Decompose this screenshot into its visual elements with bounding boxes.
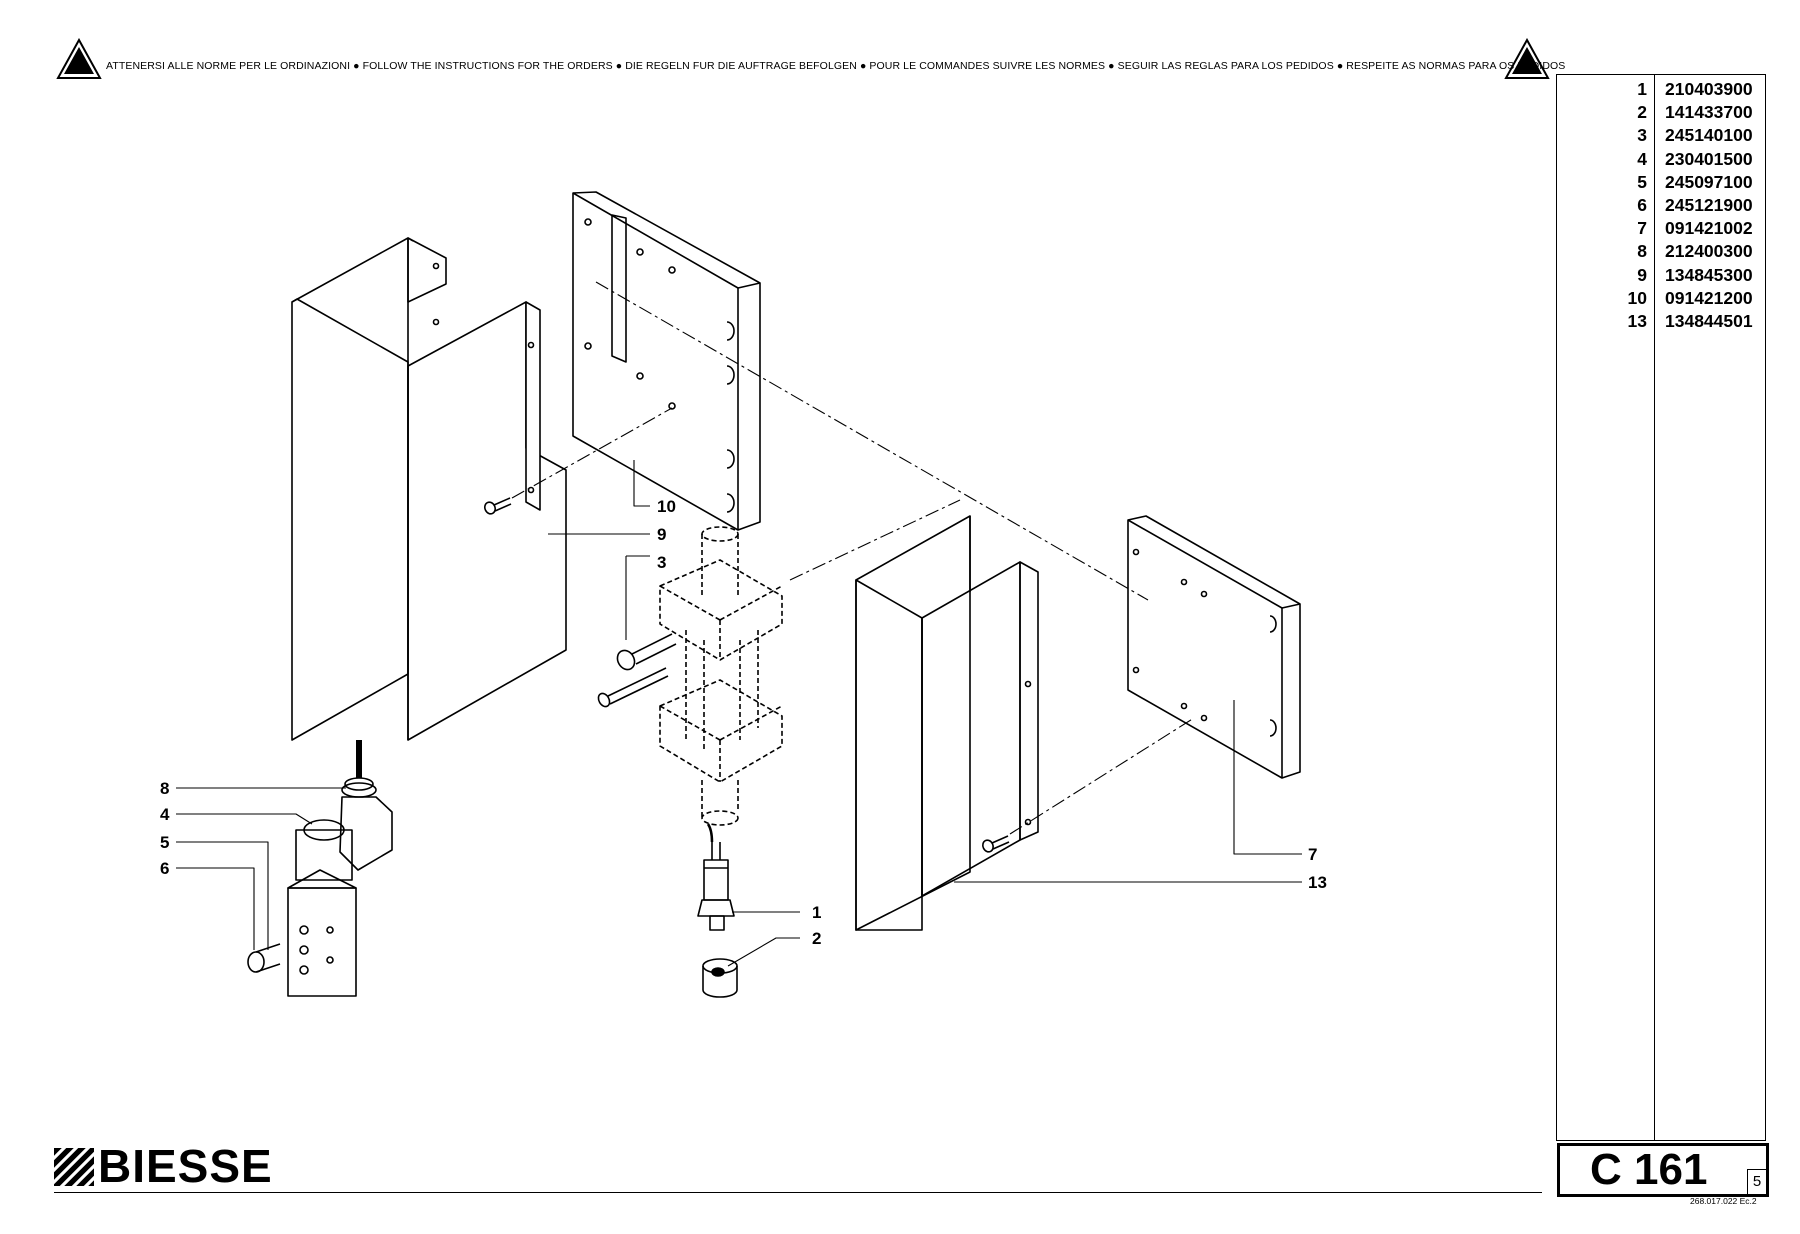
callout-8: 8 [160,779,169,798]
part-position: 10 [1627,287,1647,308]
document-reference: 268.017.022 Ec.2 [1690,1196,1757,1206]
parts-row: 7 091421002 [1557,217,1765,240]
callout-13: 13 [1308,873,1327,892]
parts-row: 3 245140100 [1557,124,1765,147]
parts-row: 1 210403900 [1557,78,1765,101]
callout-10: 10 [657,497,676,516]
solenoid-valve-assembly [247,740,393,997]
nut-ring-part-2 [702,958,738,998]
parts-row: 4 230401500 [1557,148,1765,171]
page-number: 5 [1747,1169,1766,1194]
warning-triangle-icon [56,38,102,79]
part-code: 245121900 [1665,194,1753,215]
part-code: 212400300 [1665,241,1753,262]
screw-icon [484,497,512,515]
cylinder-screw-icon [597,633,677,708]
leader-lines [176,460,1302,967]
part-position: 4 [1637,148,1647,169]
mounting-plate-part-10 [572,191,761,531]
part-code: 134845300 [1665,264,1753,285]
callout-9: 9 [657,525,666,544]
left-guard-part-9 [291,237,567,741]
proximity-sensor-part-1 [697,823,735,931]
parts-row: 5 245097100 [1557,171,1765,194]
mounting-plate-part-7 [1127,515,1301,779]
page-code-box: C 161 5 [1557,1143,1769,1197]
part-position: 6 [1637,194,1647,215]
part-position: 3 [1637,125,1647,146]
parts-row: 6 245121900 [1557,194,1765,217]
parts-list: 1 210403900 2 141433700 3 245140100 4 230401… [1557,78,1765,333]
parts-row: 13 134844501 [1557,310,1765,333]
right-guard-part-13 [855,515,1039,931]
part-code: 134844501 [1665,310,1753,331]
callout-1: 1 [812,903,821,922]
part-code: 091421002 [1665,218,1753,239]
part-position: 7 [1637,218,1647,239]
brand-name: BIESSE [98,1140,273,1192]
part-code: 245140100 [1665,125,1753,146]
callout-5: 5 [160,833,169,852]
part-position: 8 [1637,241,1647,262]
parts-row: 2 141433700 [1557,101,1765,124]
order-instructions-text: ATTENERSI ALLE NORME PER LE ORDINAZIONI … [106,60,1566,72]
page-code: C 161 [1590,1145,1708,1194]
biesse-logo-mark-icon [54,1148,94,1186]
screw-icon [982,835,1010,853]
part-position: 9 [1637,264,1647,285]
parts-row: 8 212400300 [1557,240,1765,263]
part-code: 245097100 [1665,171,1753,192]
callout-7: 7 [1308,845,1317,864]
part-code: 210403900 [1665,79,1753,99]
parts-row: 9 134845300 [1557,264,1765,287]
callout-4: 4 [160,805,170,824]
part-code: 141433700 [1665,102,1753,123]
callout-6: 6 [160,859,169,878]
callout-3: 3 [657,553,666,572]
parts-list-panel: 1 210403900 2 141433700 3 245140100 4 230401… [1556,74,1766,1141]
header-warning-bar: ATTENERSI ALLE NORME PER LE ORDINAZIONI … [56,38,1566,82]
biesse-logo: BIESSE [54,1142,294,1190]
part-position: 1 [1637,79,1647,99]
part-code: 091421200 [1665,287,1753,308]
pneumatic-cylinder-part-3 [659,526,783,826]
part-position: 13 [1627,310,1647,331]
parts-row: 10 091421200 [1557,287,1765,310]
part-position: 2 [1637,102,1647,123]
assembly-lines [511,281,1195,835]
bottom-rule [54,1192,1542,1193]
part-position: 5 [1637,171,1647,192]
warning-triangle-icon [1504,38,1550,79]
callout-2: 2 [812,929,821,948]
part-code: 230401500 [1665,148,1753,169]
